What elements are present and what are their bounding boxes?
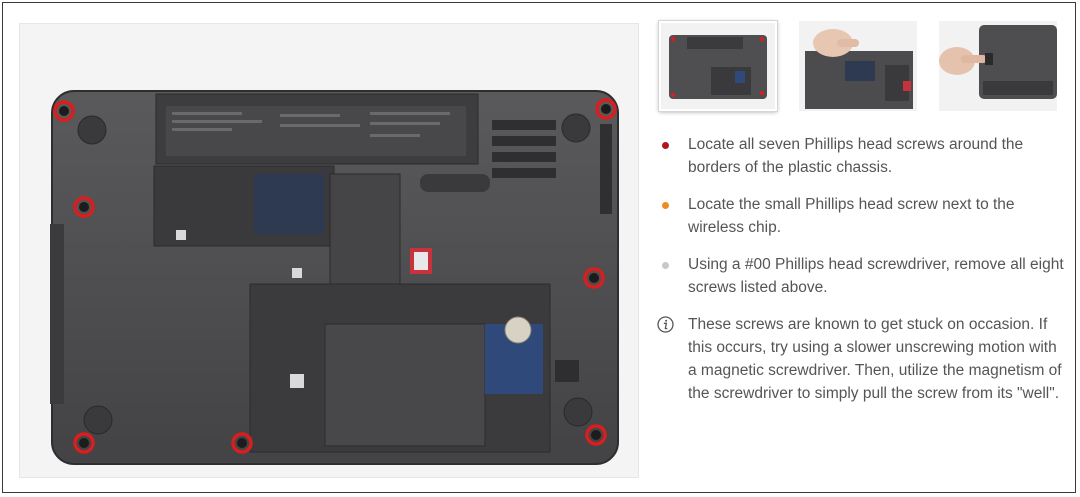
thumbnail-2[interactable] xyxy=(799,21,917,111)
step-text: Locate the small Phillips head screw nex… xyxy=(688,196,1015,236)
laptop-underside-thumbnail xyxy=(661,23,775,109)
step-bullet-4: These screws are known to get stuck on o… xyxy=(653,313,1068,405)
step-text: These screws are known to get stuck on o… xyxy=(688,316,1062,402)
step-bullet-1: Locate all seven Phillips head screws ar… xyxy=(653,133,1068,179)
laptop-underside-photo xyxy=(50,90,619,465)
hand-removing-screw-thumbnail xyxy=(939,21,1057,111)
red-bullet xyxy=(662,142,669,149)
step-bullet-3: Using a #00 Phillips head screwdriver, r… xyxy=(653,253,1068,299)
main-step-image[interactable] xyxy=(19,23,639,478)
thumbnail-1[interactable] xyxy=(659,21,777,111)
thumbnail-3[interactable] xyxy=(939,21,1057,111)
step-bullet-list: Locate all seven Phillips head screws ar… xyxy=(653,133,1068,405)
orange-bullet xyxy=(662,202,669,209)
gray-bullet xyxy=(662,262,669,269)
hand-on-wireless-chip-thumbnail xyxy=(799,21,917,111)
info-icon xyxy=(657,316,674,333)
step-text: Locate all seven Phillips head screws ar… xyxy=(688,136,1024,176)
step-bullet-2: Locate the small Phillips head screw nex… xyxy=(653,193,1068,239)
step-text: Using a #00 Phillips head screwdriver, r… xyxy=(688,256,1064,296)
